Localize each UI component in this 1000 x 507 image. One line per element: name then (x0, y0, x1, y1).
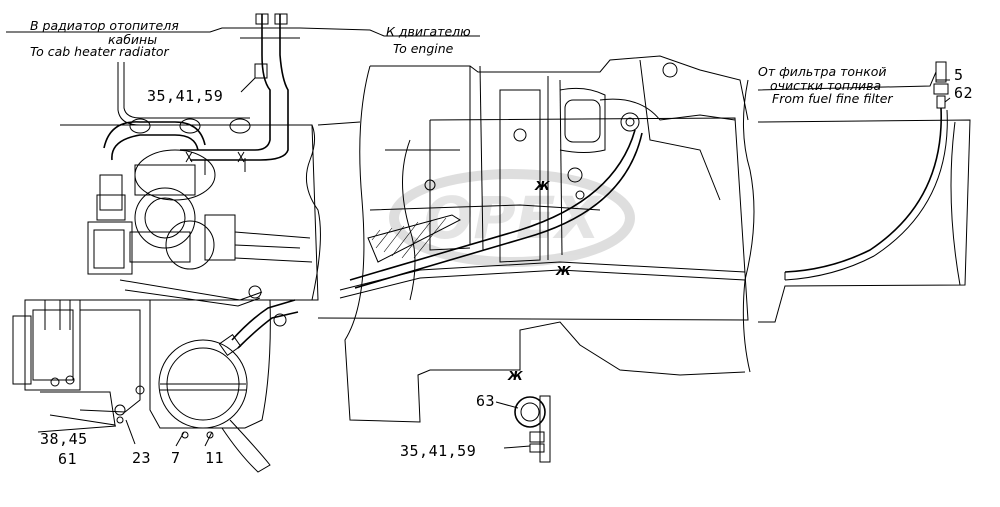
detail-view-zh (514, 395, 551, 463)
callout-5: 5 (954, 66, 964, 84)
callout-61: 61 (58, 450, 77, 468)
filter-label-en: From fuel fine filter (772, 91, 893, 106)
view-mark-3: Ж (507, 369, 523, 383)
preheater-assembly (12, 121, 313, 473)
callout-11: 11 (205, 449, 224, 467)
heater-label-ru-line1: В радиатор отопителя (30, 18, 179, 33)
fuel-line-right (784, 61, 949, 281)
filter-label-ru-line2: очистки топлива (770, 78, 881, 93)
callout-63: 63 (476, 392, 495, 410)
callout-7: 7 (171, 449, 181, 467)
heater-label-en: To cab heater radiator (30, 44, 170, 59)
heater-pipes (117, 13, 300, 175)
view-mark-2: Ж (555, 264, 571, 278)
callout-38-45: 38,45 (40, 430, 88, 448)
heater-label-ru-line2: кабины (108, 32, 157, 47)
engine-block-outline (339, 55, 749, 423)
filter-label-ru-line1: От фильтра тонкой (758, 64, 887, 79)
watermark-logo: OPEX (389, 169, 635, 267)
leader-lines (6, 27, 951, 449)
engine-label-ru: К двигателю (386, 24, 471, 39)
callout-62: 62 (954, 84, 973, 102)
view-mark-1: Ж (534, 179, 550, 193)
callout-23: 23 (132, 449, 151, 467)
engine-label-en: To engine (393, 41, 454, 56)
callout-35-41-59-top: 35,41,59 (147, 87, 223, 105)
callout-35-41-59-bottom: 35,41,59 (400, 442, 476, 460)
